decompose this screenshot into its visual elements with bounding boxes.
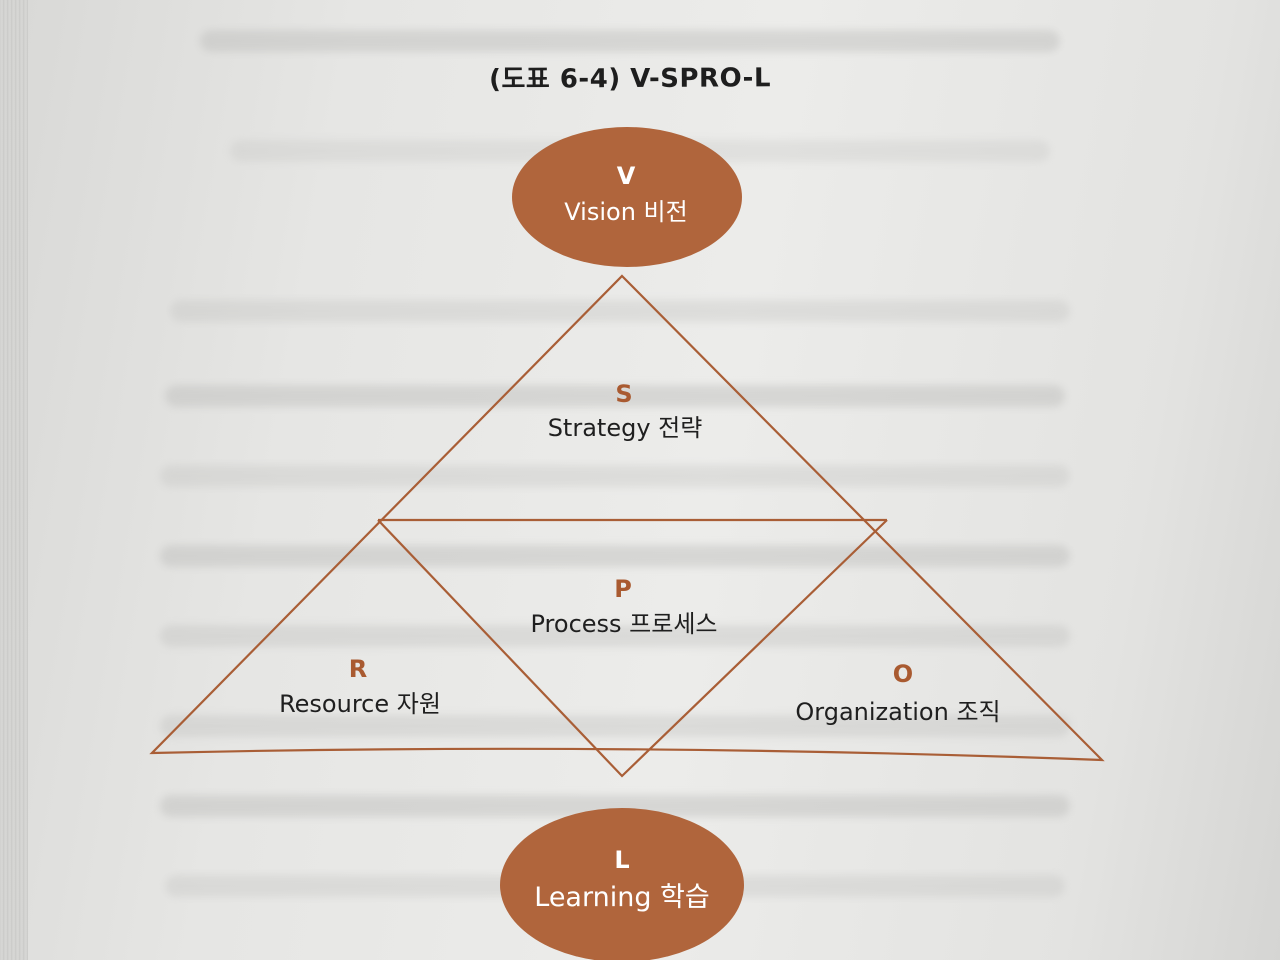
resource-label: Resource 자원 [279,690,441,718]
vision-letter: V [617,162,636,190]
resource-letter: R [349,655,367,683]
background-text-line [160,795,1070,817]
process-label: Process 프로세스 [531,610,718,638]
strategy-letter: S [615,380,632,408]
background-text-line [160,715,1070,737]
book-page-edge [0,0,28,960]
learning-ellipse [500,808,744,960]
organization-letter: O [893,660,913,688]
background-text-line [200,30,1060,52]
background-text-line [160,625,1070,647]
vision-label: Vision 비전 [564,198,687,226]
background-text-line [160,465,1070,487]
learning-label: Learning 학습 [534,882,709,913]
strategy-label: Strategy 전략 [548,414,703,442]
pyramid-outline [149,274,1105,762]
process-diamond-outline [377,519,888,778]
background-text-line [170,300,1070,322]
background-text-line [165,385,1065,407]
learning-letter: L [614,846,629,874]
vision-ellipse [512,127,742,267]
process-letter: P [614,575,632,603]
organization-label: Organization 조직 [795,698,1000,726]
